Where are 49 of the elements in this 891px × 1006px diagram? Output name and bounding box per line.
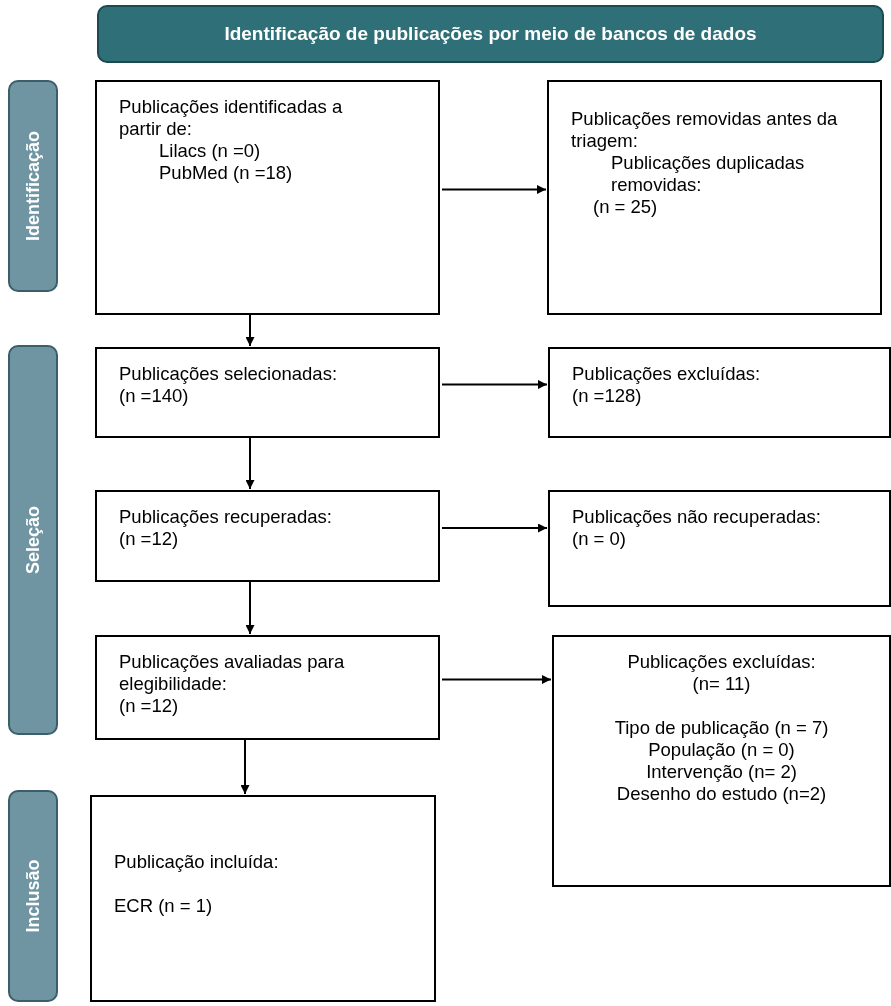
process-box [548, 347, 891, 438]
header-banner [97, 5, 884, 63]
box-text: Publicações excluídas: [572, 363, 761, 385]
arrow [245, 581, 255, 635]
box-text: PubMed (n =18) [159, 162, 293, 184]
box-text: (n = 25) [593, 196, 658, 218]
box-text: (n =12) [119, 695, 179, 717]
box-text: Intervenção (n= 2) [646, 761, 797, 783]
arrow [441, 185, 547, 194]
process-box [95, 490, 440, 582]
box-text: Lilacs (n =0) [159, 140, 261, 162]
box-text: (n =128) [572, 385, 642, 407]
box-text: Publicações selecionadas: [119, 363, 338, 385]
box-text: (n =140) [119, 385, 189, 407]
arrow [441, 380, 548, 389]
arrow [240, 739, 250, 795]
box-text: (n =12) [119, 528, 179, 550]
box-text: (n = 0) [572, 528, 626, 550]
box-text: ECR (n = 1) [114, 895, 213, 917]
process-box [548, 490, 891, 607]
arrow [245, 314, 255, 347]
box-text: Publicações excluídas: [627, 651, 816, 673]
stage-label: Inclusão [22, 859, 44, 933]
stage-label: Identificação [22, 131, 44, 241]
box-text: Publicações identificadas a partir de: [119, 96, 344, 140]
box-text: Publicações recuperadas: [119, 506, 332, 528]
arrow [245, 437, 255, 490]
box-text: Publicações duplicadas removidas: [611, 152, 806, 196]
box-text: Tipo de publicação (n = 7) [614, 717, 829, 739]
process-box [547, 80, 882, 315]
process-box [552, 635, 891, 887]
stage-band [8, 790, 58, 1002]
arrow [441, 675, 552, 684]
header-title: Identificação de publicações por meio de bancos de dados [224, 23, 757, 45]
process-box [95, 80, 440, 315]
stage-band [8, 345, 58, 735]
box-text: (n= 11) [692, 673, 751, 695]
box-text: Publicações removidas antes da triagem: [571, 108, 839, 152]
box-text: Publicação incluída: [114, 851, 279, 873]
arrow [441, 523, 548, 533]
box-text: Publicações avaliadas para elegibilidade: [119, 651, 346, 695]
stage-band [8, 80, 58, 292]
process-box [90, 795, 436, 1002]
stage-label: Seleção [22, 506, 44, 574]
box-text: Desenho do estudo (n=2) [616, 783, 827, 805]
process-box [95, 635, 440, 740]
box-text: Publicações não recuperadas: [572, 506, 821, 528]
box-text: População (n = 0) [648, 739, 795, 761]
process-box [95, 347, 440, 438]
